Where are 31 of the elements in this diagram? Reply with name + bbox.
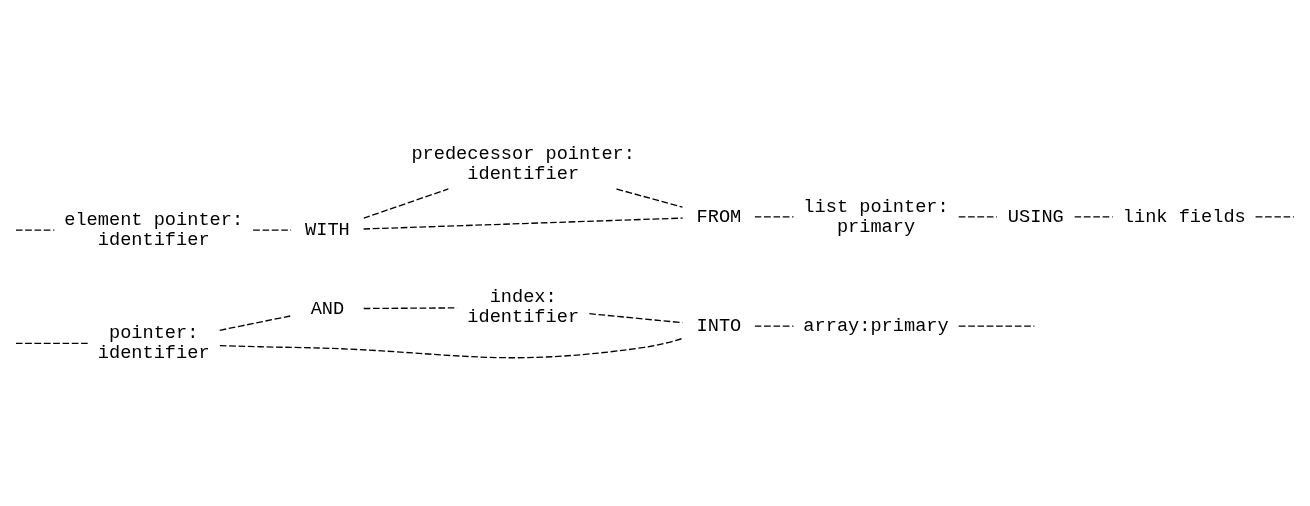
connector bbox=[219, 337, 684, 358]
connector bbox=[252, 229, 292, 231]
node-text: identifier bbox=[97, 228, 210, 251]
node-text: AND bbox=[310, 297, 345, 320]
connector bbox=[363, 187, 449, 219]
connector bbox=[1074, 215, 1114, 218]
node-label: list pointer: bbox=[803, 195, 949, 218]
node-text: identifier bbox=[467, 305, 580, 328]
node-label: pointer: bbox=[108, 321, 199, 344]
node-text: array:primary bbox=[803, 314, 949, 337]
connector bbox=[219, 314, 292, 331]
node-label: index: bbox=[489, 285, 557, 308]
node-text: USING bbox=[1007, 205, 1064, 228]
connector bbox=[15, 342, 89, 344]
node-text: WITH bbox=[305, 218, 350, 241]
node-text: identifier bbox=[97, 341, 210, 364]
node-text: INTO bbox=[696, 314, 742, 337]
connector bbox=[615, 187, 684, 208]
connector bbox=[958, 324, 1036, 327]
connector bbox=[15, 229, 56, 231]
connector bbox=[1254, 215, 1295, 218]
node-label: predecessor pointer: bbox=[411, 142, 635, 165]
node-text: primary bbox=[836, 215, 916, 238]
connector bbox=[362, 216, 684, 230]
connector bbox=[754, 324, 795, 327]
node-text: FROM bbox=[696, 205, 742, 228]
node-label: element pointer: bbox=[64, 208, 244, 231]
connector bbox=[958, 215, 998, 218]
connector bbox=[754, 215, 795, 218]
node-text: identifier bbox=[467, 162, 580, 185]
node-text: link fields bbox=[1122, 205, 1246, 228]
